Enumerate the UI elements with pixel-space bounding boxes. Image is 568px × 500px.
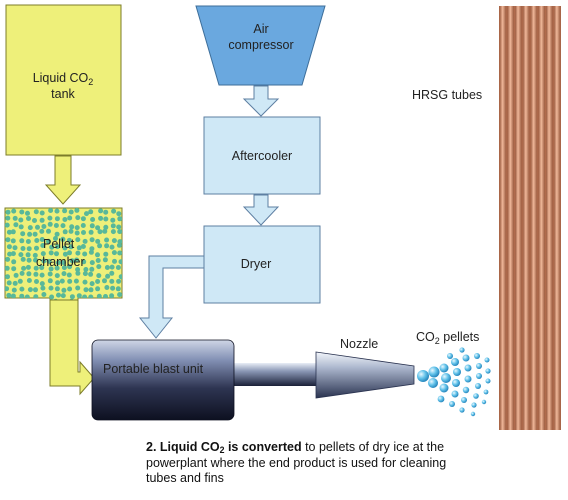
blast-pipe xyxy=(232,363,316,386)
aftercooler-label: Aftercooler xyxy=(232,149,292,163)
dryer-label: Dryer xyxy=(241,257,272,271)
tank-label: Liquid CO xyxy=(33,71,89,85)
compressor-label-line2: compressor xyxy=(228,38,293,52)
pellet-to-blast-arrow xyxy=(49,299,95,396)
blast-unit-label: Portable blast unit xyxy=(103,362,204,376)
pellet-chamber: Pellet chamber xyxy=(4,207,123,396)
portable-blast-unit: Portable blast unit xyxy=(91,339,235,421)
co2-pellet-spray xyxy=(417,347,491,417)
air-compressor: Air compressor xyxy=(195,5,326,86)
hrsg-tubes-label: HRSG tubes xyxy=(412,88,482,102)
caption: 2. Liquid CO2 is converted to pellets of… xyxy=(146,440,447,485)
pellet-chamber-label-line2: chamber xyxy=(36,255,85,269)
compressor-to-aftercooler-arrow xyxy=(242,85,280,117)
tank-label-line2: tank xyxy=(51,87,75,101)
tank-to-pellet-arrow xyxy=(44,155,82,205)
aftercooler-to-dryer-arrow xyxy=(242,194,280,226)
liquid-co2-tank: Liquid CO2 tank xyxy=(5,4,122,156)
co2-pellets-label: CO2 pellets xyxy=(416,330,479,346)
pellet-chamber-label: Pellet xyxy=(43,237,75,251)
dryer-to-blast-arrow xyxy=(138,255,205,339)
aftercooler-box: Aftercooler xyxy=(203,116,321,195)
tank-label-subscript: 2 xyxy=(88,77,93,87)
nozzle-label: Nozzle xyxy=(340,337,378,351)
dryer-box: Dryer xyxy=(203,225,321,304)
compressor-label: Air xyxy=(253,22,268,36)
hrsg-tubes xyxy=(499,6,561,430)
svg-text:Liquid CO2: Liquid CO2 xyxy=(33,71,94,87)
nozzle: Nozzle xyxy=(315,337,415,399)
